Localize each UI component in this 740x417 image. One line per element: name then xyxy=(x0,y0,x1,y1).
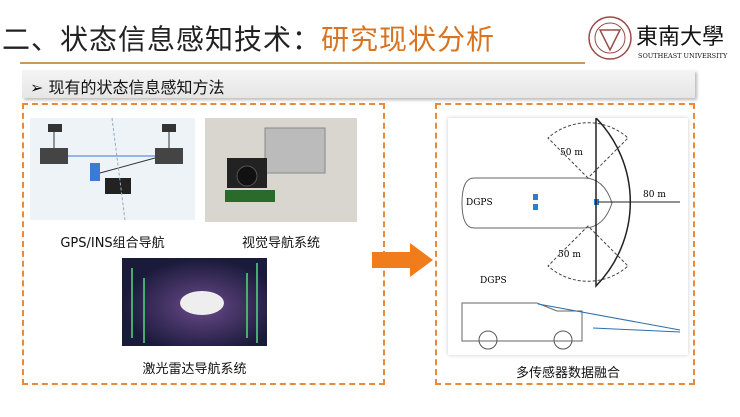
sensor-fusion-diagram: DGPS DGPS 50 m 50 m 80 m xyxy=(448,118,688,355)
fusion-caption: 多传感器数据融合 xyxy=(515,366,620,381)
gps-ins-caption: GPS/INS组合导航 xyxy=(60,236,165,251)
title-divider xyxy=(20,62,585,64)
slide-title: 二、状态信息感知技术：研究现状分析 xyxy=(2,18,495,58)
lidar-image xyxy=(122,258,267,346)
title-main: 二、状态信息感知技术： xyxy=(2,23,322,56)
range-50m-bottom: 50 m xyxy=(558,250,581,260)
vision-caption: 视觉导航系统 xyxy=(241,236,320,251)
title-accent: 研究现状分析 xyxy=(321,23,496,56)
lidar-caption: 激光雷达导航系统 xyxy=(142,362,247,377)
gps-ins-image xyxy=(30,118,195,220)
university-logo: 東南大學 SOUTHEAST UNIVERSITY xyxy=(588,14,728,62)
svg-text:東南大學: 東南大學 xyxy=(636,25,724,50)
right-arrow-icon xyxy=(372,243,434,281)
dgps-label-side: DGPS xyxy=(480,276,507,286)
range-80m: 80 m xyxy=(643,190,666,200)
bullet-icon: ➢ xyxy=(30,78,44,97)
existing-methods-panel xyxy=(22,103,385,385)
dgps-label-top: DGPS xyxy=(466,198,493,208)
section-heading-bar: ➢ 现有的状态信息感知方法 xyxy=(22,70,695,98)
svg-text:SOUTHEAST UNIVERSITY: SOUTHEAST UNIVERSITY xyxy=(638,52,728,60)
range-50m-top: 50 m xyxy=(560,148,583,158)
vision-camera-image xyxy=(205,118,357,222)
section-heading: 现有的状态信息感知方法 xyxy=(48,78,225,97)
fusion-panel xyxy=(435,103,695,385)
